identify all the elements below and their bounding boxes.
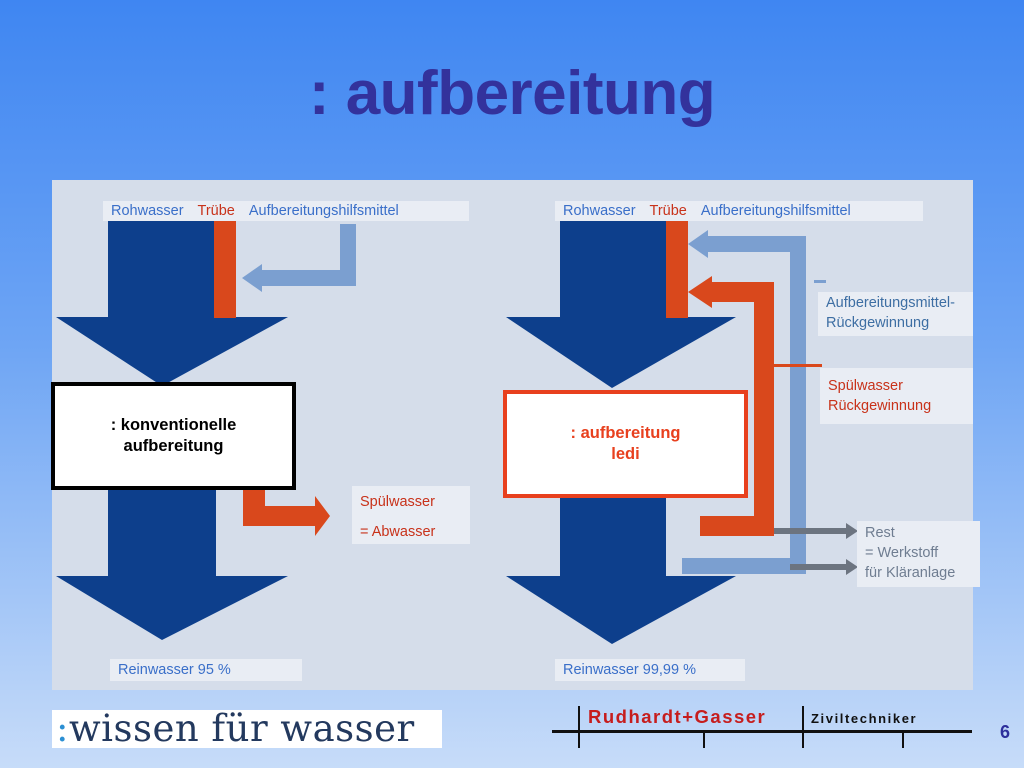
right-process-line1: : aufbereitung: [570, 424, 681, 442]
right-recovery-agents-tick: [814, 280, 826, 283]
right-recovery-water-line2: Rückgewinnung: [828, 398, 932, 414]
right-recovery-agents-line1: Aufbereitungsmittel-: [826, 295, 955, 311]
left-spuelwasser-line2: = Abwasser: [360, 524, 436, 540]
right-rest-arrowhead-1: [846, 523, 858, 539]
right-rest-line-1: [774, 528, 848, 534]
left-spuelwasser-line1: Spülwasser: [360, 494, 435, 510]
right-process-box: : aufbereitung ledi: [503, 390, 748, 498]
right-rest-line1: Rest: [865, 525, 895, 541]
right-rohwasser-label: Rohwasser: [563, 203, 636, 219]
right-recovery-agents-line2: Rückgewinnung: [826, 315, 930, 331]
left-process-line1: : konventionelle: [110, 416, 237, 434]
right-water-arrow-top: [506, 220, 736, 388]
left-truebe-stream: [214, 220, 236, 318]
footer-tick-1: [703, 733, 705, 748]
right-truebe-label: Trübe: [649, 203, 687, 219]
left-process-box: : konventionelle aufbereitung: [51, 382, 296, 490]
left-spuelwasser-stream-h: [243, 506, 317, 526]
company-name: Rudhardt+Gasser: [588, 706, 767, 727]
right-water-arrow-bottom: [506, 494, 736, 644]
left-hilfsmittel-label: Aufbereitungshilfsmittel: [248, 203, 399, 219]
page-number: 6: [1000, 722, 1011, 742]
process-diagram: [56, 220, 858, 644]
right-recovery-agents-label: Aufbereitungsmittel- Rückgewinnung: [818, 292, 973, 336]
right-recovery-water-loop: [700, 282, 774, 536]
right-output-label: Reinwasser 99,99 %: [555, 659, 745, 681]
left-hilfsmittel-arrow: [262, 224, 356, 286]
right-rest-arrowhead-2: [846, 559, 858, 575]
logo-dots: :: [56, 707, 69, 750]
right-recovery-water-arrowhead: [688, 276, 712, 308]
right-rest-line2: = Werkstoff: [865, 545, 939, 561]
left-truebe-label: Trübe: [197, 203, 235, 219]
right-input-labels: Rohwasser Trübe Aufbereitungshilfsmittel: [555, 201, 923, 221]
right-recovery-water-line1: Spülwasser: [828, 378, 903, 394]
left-water-arrow-top: [56, 220, 288, 386]
right-rest-line3: für Kläranlage: [865, 565, 956, 581]
right-recovery-agents-arrowhead: [688, 230, 708, 258]
left-spuelwasser-label: Spülwasser = Abwasser: [352, 486, 470, 544]
footer-divider-2: [802, 706, 804, 748]
right-rest-label: Rest = Werkstoff für Kläranlage: [857, 521, 980, 587]
company-suffix: Ziviltechniker: [811, 711, 918, 726]
footer-tick-2: [902, 733, 904, 748]
footer-divider-1: [578, 706, 580, 748]
left-spuelwasser-arrowhead: [315, 496, 330, 536]
right-truebe-stream: [666, 220, 688, 318]
right-recovery-agents-loop: [682, 236, 806, 574]
left-water-arrow-bottom: [56, 490, 288, 640]
right-process-line2: ledi: [611, 445, 640, 463]
right-rest-line-2: [790, 564, 848, 570]
right-hilfsmittel-label: Aufbereitungshilfsmittel: [700, 203, 851, 219]
left-process-line2: aufbereitung: [123, 437, 224, 455]
wissen-fuer-wasser-logo: :wissen für wasser: [52, 710, 442, 748]
left-hilfsmittel-arrowhead: [242, 264, 262, 292]
right-recovery-water-label: Spülwasser Rückgewinnung: [820, 368, 973, 424]
page-title: : aufbereitung: [308, 59, 716, 128]
left-input-labels: Rohwasser Trübe Aufbereitungshilfsmittel: [103, 201, 469, 221]
right-recovery-water-tick: [774, 364, 822, 367]
left-rohwasser-label: Rohwasser: [111, 203, 184, 219]
left-output-label: Reinwasser 95 %: [110, 659, 302, 681]
footer-rule: [552, 730, 972, 733]
logo-text: wissen für wasser: [68, 707, 415, 750]
